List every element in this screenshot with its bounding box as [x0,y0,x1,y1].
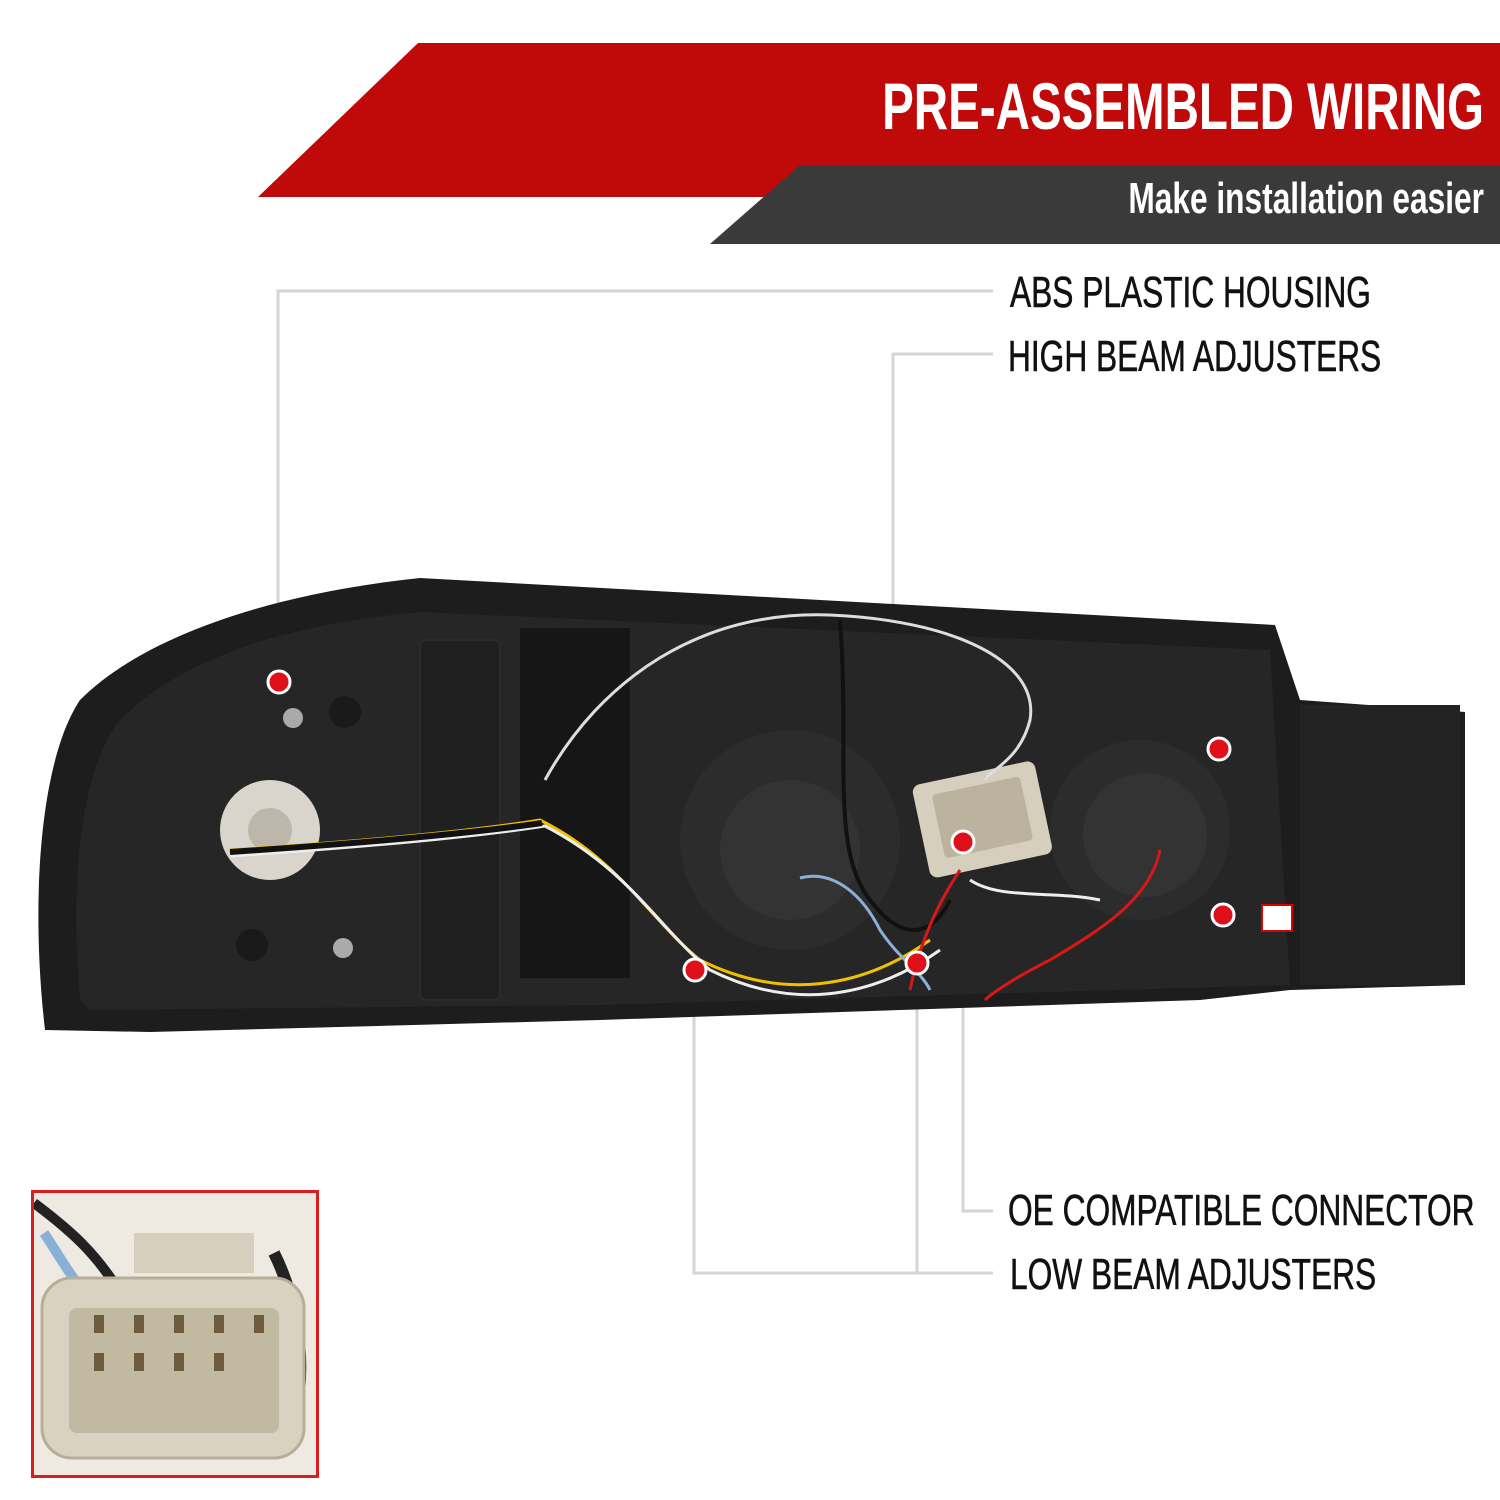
banner-subtitle: Make installation easier [1128,174,1484,223]
connector-closeup-inset [31,1190,319,1478]
callout-low-beam-adjusters: LOW BEAM ADJUSTERS [1010,1250,1377,1300]
callout-abs-housing: ABS PLASTIC HOUSING [1010,268,1371,318]
connector-closeup-image [34,1193,316,1475]
callout-high-beam-adjusters: HIGH BEAM ADJUSTERS [1008,332,1382,382]
banner-title: PRE-ASSEMBLED WIRING [882,69,1484,143]
wiring-harness [229,613,1162,1002]
headlight-housing [38,578,1465,1032]
callout-oe-connector: OE COMPATIBLE CONNECTOR [1008,1186,1475,1236]
title-banner [258,43,1500,197]
callout-markers [266,669,1236,983]
subtitle-banner [710,165,1500,244]
